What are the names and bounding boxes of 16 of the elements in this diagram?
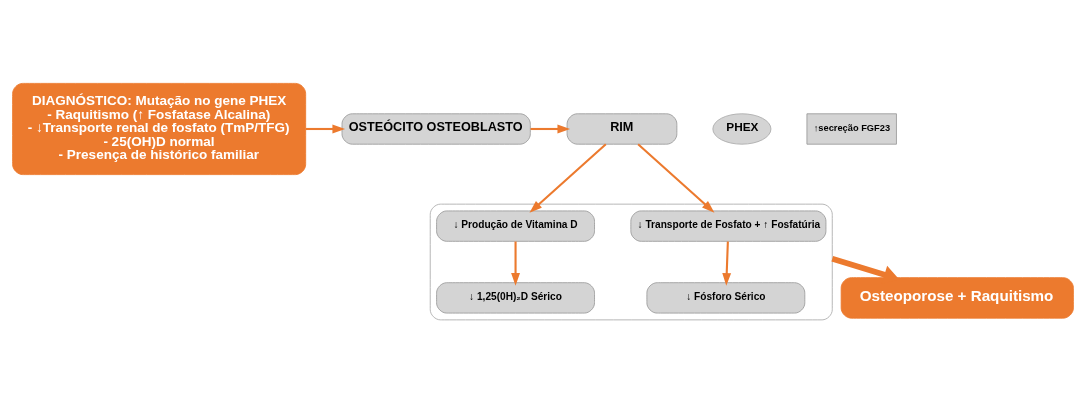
node-box: ↓ Produção de Vitamina D	[436, 210, 595, 242]
node-box: OSTEÓCITO OSTEOBLASTO	[341, 113, 531, 145]
node-box: ↓ Fósforo Sérico	[646, 282, 806, 314]
arrow	[637, 143, 715, 213]
node-box: ↓ Transporte de Fosfato + ↑ Fosfatúria	[630, 210, 827, 242]
node-box: ↑secreção FGF23	[806, 113, 897, 145]
arrow	[722, 241, 732, 286]
node-box: ↓ 1,25(0H)₂D Sérico	[436, 282, 595, 314]
node-box: DIAGNÓSTICO: Mutação no gene PHEX - Raquitismo (↑ Fosfatase Alcalina) - ↓Transporte renal de fosfato (TmP/TFG) - 25(OH)D normal - Presença de histórico familiar	[12, 82, 307, 175]
arrow	[529, 143, 607, 213]
node-box: Osteoporose + Raquitismo	[840, 277, 1074, 319]
arrow	[530, 124, 571, 134]
node-ellipse: PHEX	[712, 113, 772, 145]
node-box: RIM	[566, 113, 678, 145]
arrow	[305, 124, 346, 134]
arrow	[511, 241, 520, 286]
